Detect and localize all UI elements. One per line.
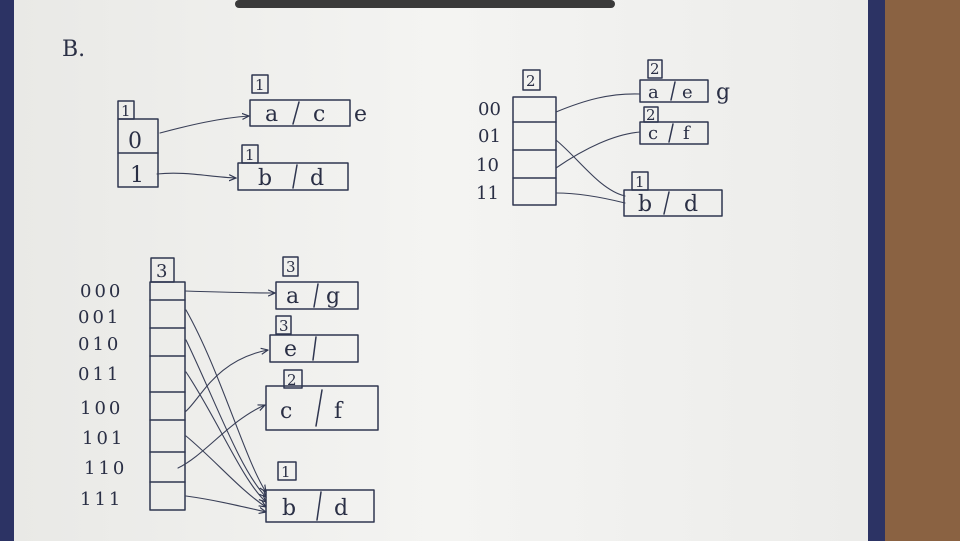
directory-entry: 0 <box>128 129 142 154</box>
directory-table <box>512 96 557 206</box>
pointer-line <box>555 131 641 169</box>
bucket-item: c <box>648 123 658 144</box>
bucket-depth-box <box>282 256 299 277</box>
bucket-overflow-item: g <box>716 80 730 105</box>
bucket-item: d <box>310 166 324 191</box>
section-label: B. <box>62 37 85 62</box>
bucket-depth-label: 2 <box>287 371 297 389</box>
directory-depth-label: 3 <box>156 261 167 282</box>
diagram-depth3: 3 000 001 010 011 100 101 110 111 3 a g … <box>78 256 379 523</box>
bucket-item: a <box>648 82 659 103</box>
bucket-depth-box <box>647 59 663 79</box>
bucket-overflow-item: e <box>354 102 367 127</box>
bucket-item: a <box>265 102 278 127</box>
bucket-depth-box <box>275 315 292 335</box>
bucket <box>275 281 359 310</box>
bucket-depth-label: 1 <box>245 146 255 164</box>
bucket-item: e <box>284 337 297 362</box>
bucket <box>269 334 359 363</box>
directory-depth-label: 2 <box>526 72 536 90</box>
bucket <box>639 121 709 145</box>
directory-entry: 01 <box>478 126 501 147</box>
pointer-arrow <box>185 435 266 507</box>
pointer-arrow <box>185 495 266 512</box>
pointer-arrow <box>159 116 249 134</box>
bucket-item: e <box>682 82 693 103</box>
directory-entry: 011 <box>78 364 121 385</box>
directory-entry: 111 <box>80 489 123 510</box>
directory-entry: 1 <box>130 163 144 188</box>
bucket-depth-label: 3 <box>286 258 296 276</box>
bucket <box>237 162 349 191</box>
pointer-arrow <box>184 291 275 293</box>
bucket-depth-label: 1 <box>281 463 291 481</box>
bucket-depth-label: 2 <box>646 106 656 124</box>
diagram-depth2: 2 00 01 10 11 2 a e g 2 c f 1 b d <box>476 59 730 217</box>
directory-entry: 10 <box>476 155 499 176</box>
bucket-item: d <box>334 496 348 521</box>
clip-shadow <box>235 0 615 8</box>
directory-entry: 000 <box>80 281 123 302</box>
directory-depth-box <box>522 69 541 91</box>
bucket-depth-label: 3 <box>279 317 289 335</box>
bucket-depth-box <box>277 461 297 481</box>
pointer-line <box>555 93 641 113</box>
pointer-arrow <box>185 339 266 497</box>
directory-entry: 11 <box>476 183 499 204</box>
directory-entry: 010 <box>78 334 121 355</box>
bucket-item: c <box>280 399 292 424</box>
bucket-item: d <box>684 192 698 217</box>
directory-entry: 110 <box>84 458 127 479</box>
pointer-arrow <box>185 371 266 502</box>
diagram-depth1: 1 0 1 1 a c e 1 b d <box>117 74 367 191</box>
directory-entry: 100 <box>80 398 123 419</box>
directory-entry: 00 <box>478 99 501 120</box>
bucket-depth-box <box>283 369 303 389</box>
bucket-depth-box <box>251 74 269 94</box>
bucket-item: c <box>313 102 325 127</box>
bucket <box>639 79 709 103</box>
bucket-item: a <box>286 284 299 309</box>
pointer-arrow <box>177 405 265 469</box>
directory-table <box>149 281 186 511</box>
pointer-arrow <box>185 309 266 492</box>
pointer-arrow <box>156 172 236 178</box>
paper-sheet <box>14 0 868 541</box>
pointer-arrow <box>184 350 268 413</box>
pointer-line <box>555 192 626 204</box>
directory-entry: 101 <box>82 428 125 449</box>
bucket-item: f <box>683 123 691 144</box>
directory-entry: 001 <box>78 307 121 328</box>
bucket-item: b <box>282 496 296 521</box>
directory-depth-label: 1 <box>121 102 131 120</box>
bucket-depth-label: 1 <box>635 173 645 191</box>
bucket-depth-label: 2 <box>650 60 660 78</box>
pointer-line <box>555 139 626 197</box>
bucket-item: f <box>334 399 344 424</box>
bucket-item: b <box>638 192 652 217</box>
bucket-item: b <box>258 166 272 191</box>
bucket-depth-label: 1 <box>255 76 265 94</box>
bucket-item: g <box>326 284 340 309</box>
